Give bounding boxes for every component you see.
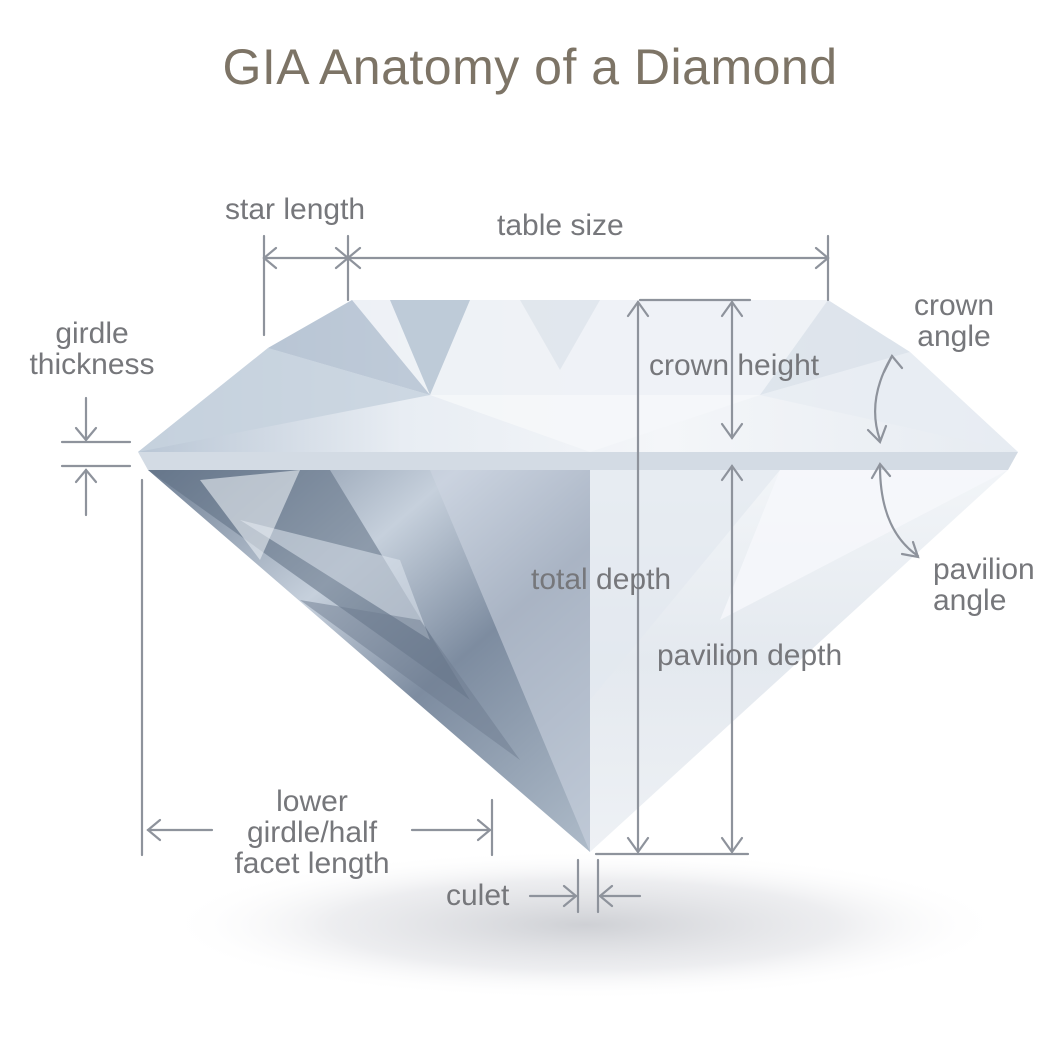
pavilion-angle-arc <box>870 462 920 559</box>
diamond-image <box>138 300 1018 852</box>
crown-height-dimension <box>720 300 744 440</box>
total-depth-dimension <box>626 300 650 854</box>
label-crown-angle-line1: crown <box>913 289 995 322</box>
label-pavilion-angle: pavilion angle <box>933 554 1058 616</box>
measurement-lines <box>60 234 920 914</box>
girdle-thickness-dimension <box>60 396 132 517</box>
label-lower-girdle-line1: lower <box>276 785 348 818</box>
label-pavilion-depth: pavilion depth <box>657 639 843 672</box>
label-crown-angle: crown angle <box>904 290 1004 352</box>
label-crown-height: crown height <box>649 349 820 382</box>
label-lower-girdle-line3: facet length <box>234 847 390 880</box>
label-lower-girdle-line2: girdle/half <box>246 816 378 849</box>
table-size-dimension <box>346 234 830 302</box>
label-lower-girdle-half-facet-length: lower girdle/half facet length <box>212 786 412 879</box>
label-pavilion-angle-line1: pavilion <box>933 553 1035 586</box>
label-girdle-thickness-line2: thickness <box>29 348 155 381</box>
label-culet: culet <box>446 879 510 912</box>
label-star-length: star length <box>225 193 366 226</box>
pavilion-depth-dimension <box>720 464 744 854</box>
diamond-shadow <box>165 850 1005 1000</box>
crown-angle-arc <box>866 354 904 444</box>
label-pavilion-angle-line2: angle <box>933 584 1007 617</box>
diamond-girdle <box>138 452 1018 470</box>
label-table-size: table size <box>497 209 624 242</box>
culet-dimension <box>528 858 642 914</box>
label-girdle-thickness-line1: girdle <box>55 317 129 350</box>
label-girdle-thickness: girdle thickness <box>22 318 162 380</box>
label-crown-angle-line2: angle <box>917 320 991 353</box>
diagram-title: GIA Anatomy of a Diamond <box>222 39 838 95</box>
lower-girdle-half-facet-dimension <box>140 478 494 857</box>
label-total-depth: total depth <box>531 563 672 596</box>
star-length-dimension <box>262 234 350 337</box>
